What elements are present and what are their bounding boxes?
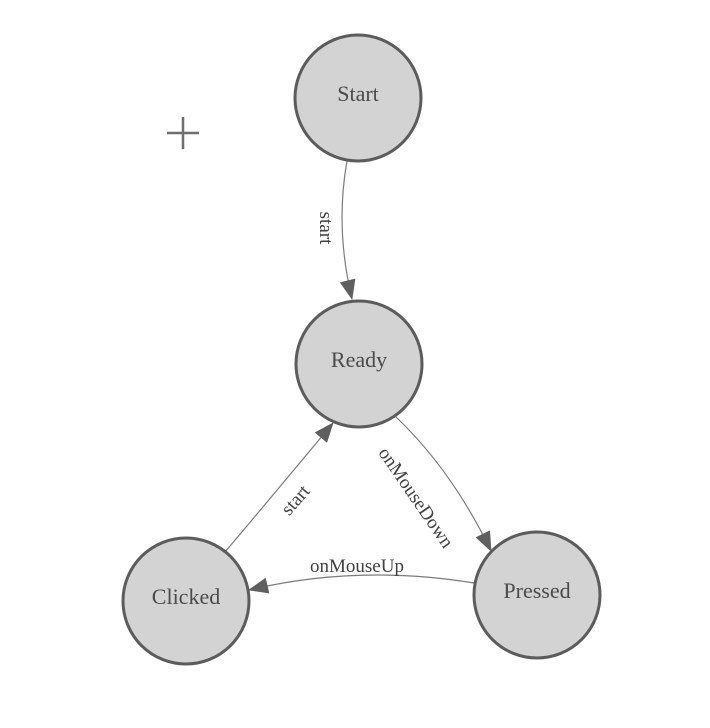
state-circle-ready[interactable]: [294, 299, 424, 429]
state-circle-clicked[interactable]: [121, 536, 251, 666]
overlay-layer: [167, 117, 199, 149]
edge-label-pressed-to-clicked: onMouseUp: [310, 556, 404, 577]
state-circle-start[interactable]: [293, 33, 423, 163]
state-node-ready[interactable]: Ready: [294, 299, 424, 429]
state-circle-pressed[interactable]: [472, 530, 602, 660]
edge-label-clicked-to-ready: start: [277, 481, 315, 520]
state-node-clicked[interactable]: Clicked: [121, 536, 251, 666]
edge-label-ready-to-pressed: onMouseDown: [374, 444, 458, 553]
transition-edge-ready-to-pressed[interactable]: [394, 415, 492, 552]
crosshair-cursor-icon: [167, 117, 199, 149]
state-node-start[interactable]: Start: [293, 33, 423, 163]
transition-edge-clicked-to-ready[interactable]: [224, 422, 334, 553]
edge-label-start-to-ready: start: [315, 212, 336, 245]
transition-edge-start-to-ready[interactable]: [339, 160, 356, 300]
transition-edge-pressed-to-clicked[interactable]: [248, 574, 475, 594]
state-node-pressed[interactable]: Pressed: [472, 530, 602, 660]
